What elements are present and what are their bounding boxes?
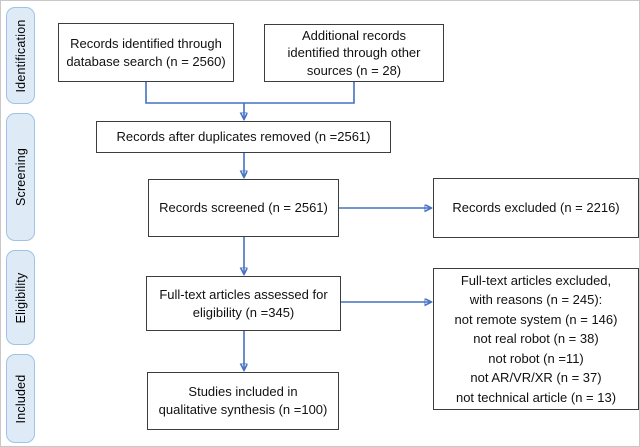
stage-included: Included <box>6 354 35 443</box>
box-studies-included: Studies included in qualitative synthesi… <box>147 372 339 430</box>
stage-identification: Identification <box>6 7 35 104</box>
stage-included-label: Included <box>13 374 28 423</box>
box-fulltext-excluded: Full-text articles excluded, with reason… <box>433 268 639 410</box>
box-fulltext-assessed: Full-text articles assessed for eligibil… <box>146 276 341 331</box>
box-records-identified: Records identified through database sear… <box>58 23 234 82</box>
stage-screening: Screening <box>6 113 35 241</box>
box-records-screened: Records screened (n = 2561) <box>148 179 339 237</box>
stage-eligibility: Eligibility <box>6 250 35 345</box>
box-additional-records: Additional records identified through ot… <box>264 24 444 82</box>
stage-identification-label: Identification <box>13 19 28 92</box>
box-records-excluded: Records excluded (n = 2216) <box>433 178 639 238</box>
box-after-duplicates: Records after duplicates removed (n =256… <box>96 121 391 153</box>
stage-screening-label: Screening <box>13 147 28 207</box>
stage-eligibility-label: Eligibility <box>13 272 28 323</box>
merge-connector <box>145 82 355 104</box>
